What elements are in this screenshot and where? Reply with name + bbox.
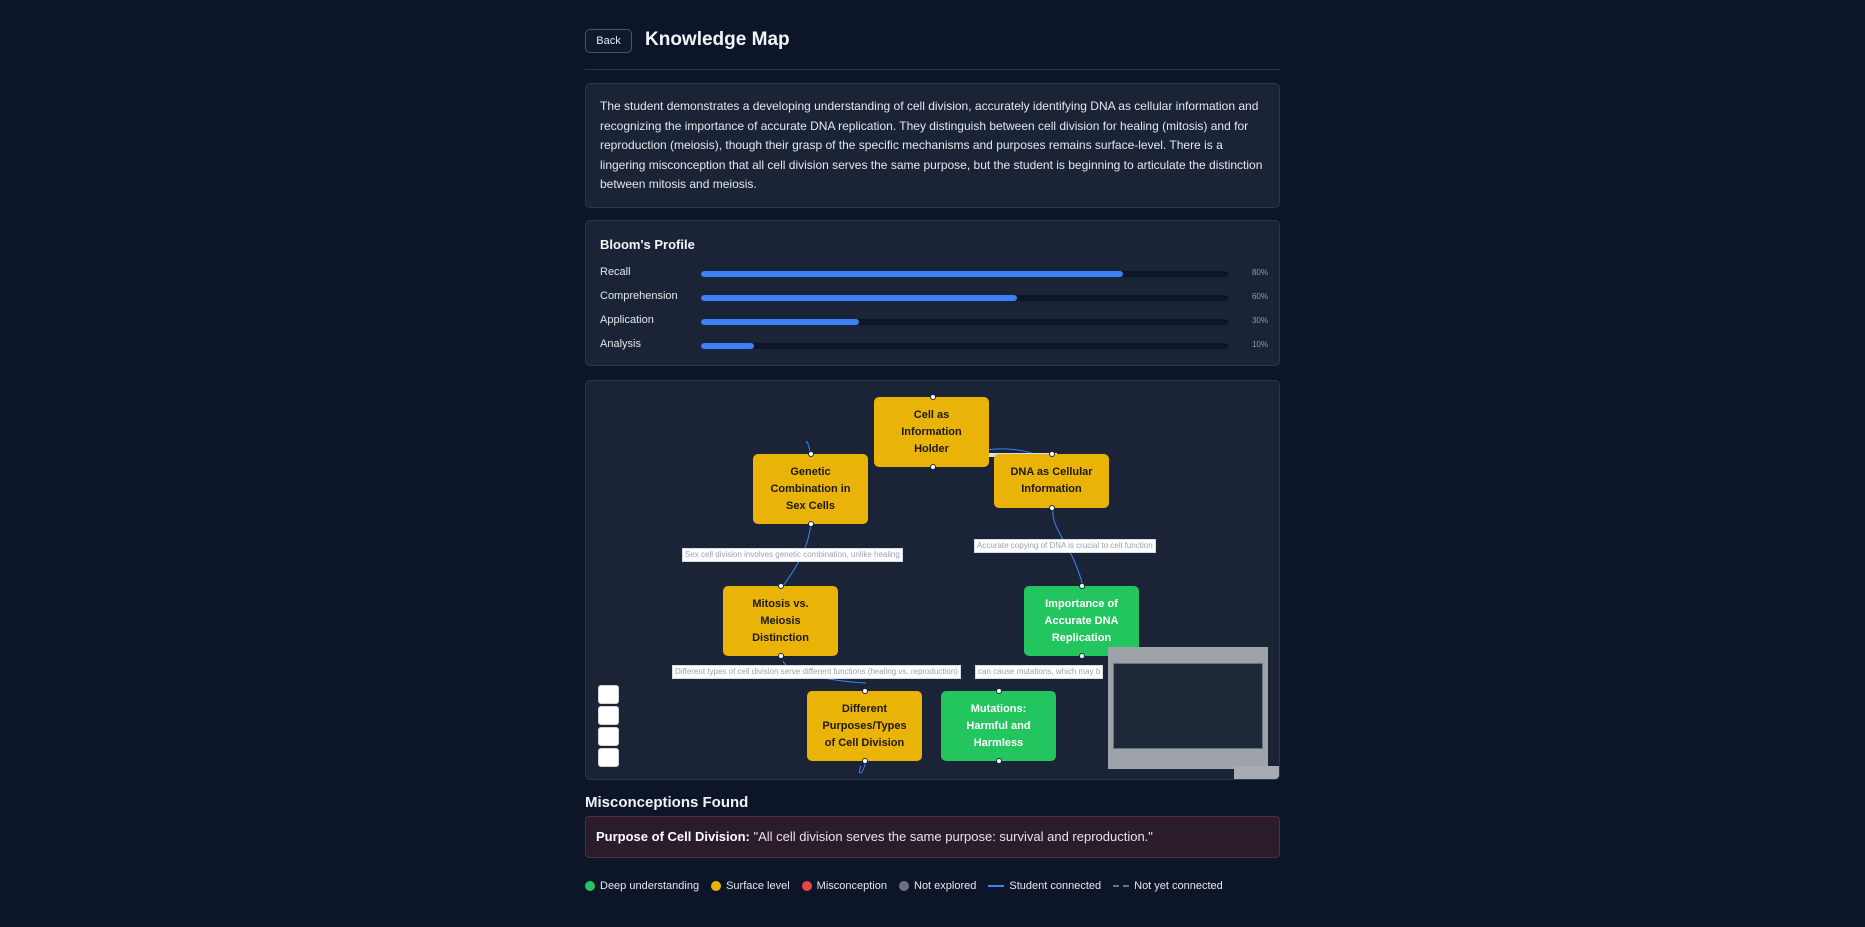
bloom-track <box>701 343 1228 349</box>
node-label: Cell as Information Holder <box>901 408 962 455</box>
blooms-profile-card: Bloom's Profile Recall 80% Comprehension… <box>585 220 1280 366</box>
node-label: Different Purposes/Types of Cell Divisio… <box>822 702 907 749</box>
attribution-badge <box>1234 766 1279 779</box>
node-handle[interactable] <box>808 521 814 527</box>
node-handle[interactable] <box>862 688 868 694</box>
bloom-fill <box>701 343 754 349</box>
node-handle[interactable] <box>1049 505 1055 511</box>
bloom-track <box>701 295 1228 301</box>
bloom-fill <box>701 319 860 325</box>
fit-view-button[interactable] <box>598 727 619 746</box>
bloom-percent: 80% <box>1251 268 1268 277</box>
node-label: Mitosis vs. Meiosis Distinction <box>752 597 809 644</box>
node-genetic-combination[interactable]: Genetic Combination in Sex Cells <box>753 454 868 524</box>
node-handle[interactable] <box>930 464 936 470</box>
node-handle[interactable] <box>930 394 936 400</box>
legend-item-not-explored: Not explored <box>899 880 976 892</box>
node-handle[interactable] <box>996 758 1002 764</box>
back-button[interactable]: Back <box>585 29 632 53</box>
node-handle[interactable] <box>1049 451 1055 457</box>
node-handle[interactable] <box>862 758 868 764</box>
legend-item-misconception: Misconception <box>801 880 887 892</box>
edge-line <box>1052 508 1084 587</box>
edge-label: Accurate copying of DNA is crucial to ce… <box>974 539 1156 553</box>
node-handle[interactable] <box>808 451 814 457</box>
node-handle[interactable] <box>1079 583 1085 589</box>
bloom-row-comprehension: Comprehension 60% <box>600 290 1268 306</box>
node-dna-cellular-information[interactable]: DNA as Cellular Information <box>994 454 1109 508</box>
bloom-percent: 60% <box>1251 292 1268 301</box>
bloom-fill <box>701 295 1018 301</box>
legend-item-deep: Deep understanding <box>585 880 699 892</box>
node-handle[interactable] <box>778 653 784 659</box>
blooms-profile-title: Bloom's Profile <box>600 237 695 252</box>
legend-item-student-connected: Student connected <box>988 880 1101 892</box>
legend-line-dashed <box>1113 885 1130 887</box>
knowledge-graph-canvas[interactable]: Cell as Information Holder Genetic Combi… <box>585 380 1280 780</box>
zoom-out-button[interactable] <box>598 706 619 725</box>
legend-label: Not explored <box>914 880 977 892</box>
knowledge-map-page: Back Knowledge Map The student demonstra… <box>585 0 1280 927</box>
legend-dot <box>899 881 909 891</box>
bloom-row-analysis: Analysis 10% <box>600 338 1268 354</box>
legend-line-solid <box>988 885 1005 887</box>
edge-label: Sex cell division involves genetic combi… <box>682 548 903 562</box>
misconceptions-title: Misconceptions Found <box>585 794 749 811</box>
bloom-percent: 30% <box>1251 316 1268 325</box>
summary-text: The student demonstrates a developing un… <box>600 99 1263 191</box>
legend-item-not-yet-connected: Not yet connected <box>1113 880 1223 892</box>
page-header: Back Knowledge Map <box>585 28 1280 70</box>
misconception-quote: "All cell division serves the same purpo… <box>753 829 1153 844</box>
legend-label: Misconception <box>816 880 887 892</box>
legend: Deep understanding Surface level Misconc… <box>585 879 1235 893</box>
lock-icon[interactable] <box>598 748 619 767</box>
graph-minimap[interactable] <box>1108 647 1268 769</box>
bloom-percent: 10% <box>1251 340 1268 349</box>
misconception-term: Purpose of Cell Division: <box>596 829 750 844</box>
legend-dot <box>585 881 595 891</box>
node-cell-division-types[interactable]: Different Purposes/Types of Cell Divisio… <box>807 691 922 761</box>
edge-label: can cause mutations, which may b <box>975 665 1104 679</box>
legend-label: Deep understanding <box>600 880 700 892</box>
node-label: Genetic Combination in Sex Cells <box>770 465 851 512</box>
node-cell-information-holder[interactable]: Cell as Information Holder <box>874 397 989 467</box>
zoom-in-button[interactable] <box>598 685 619 704</box>
legend-label: Surface level <box>726 880 790 892</box>
bloom-row-recall: Recall 80% <box>600 266 1268 282</box>
page-title: Knowledge Map <box>645 29 790 50</box>
legend-label: Not yet connected <box>1134 880 1223 892</box>
node-handle[interactable] <box>778 583 784 589</box>
node-label: DNA as Cellular Information <box>1010 466 1093 495</box>
bloom-fill <box>701 271 1123 277</box>
edge-label: Different types of cell division serve d… <box>672 665 961 679</box>
legend-label: Student connected <box>1009 880 1102 892</box>
minimap-viewport[interactable] <box>1113 663 1263 749</box>
node-mitosis-meiosis[interactable]: Mitosis vs. Meiosis Distinction <box>723 586 838 656</box>
bloom-label: Analysis <box>600 338 641 350</box>
node-handle[interactable] <box>1079 653 1085 659</box>
summary-card: The student demonstrates a developing un… <box>585 83 1280 208</box>
node-dna-replication[interactable]: Importance of Accurate DNA Replication <box>1024 586 1139 656</box>
bloom-track <box>701 319 1228 325</box>
bloom-row-application: Application 30% <box>600 314 1268 330</box>
misconception-item: Purpose of Cell Division: "All cell divi… <box>585 816 1280 858</box>
bloom-label: Comprehension <box>600 290 678 302</box>
legend-item-surface: Surface level <box>711 880 790 892</box>
legend-dot <box>711 881 722 891</box>
bloom-label: Application <box>600 314 654 326</box>
legend-dot <box>801 881 812 891</box>
node-mutations[interactable]: Mutations: Harmful and Harmless <box>941 691 1056 761</box>
bloom-track <box>701 271 1228 277</box>
bloom-label: Recall <box>600 266 631 278</box>
node-label: Importance of Accurate DNA Replication <box>1044 597 1119 644</box>
node-handle[interactable] <box>996 688 1002 694</box>
node-label: Mutations: Harmful and Harmless <box>966 702 1031 749</box>
